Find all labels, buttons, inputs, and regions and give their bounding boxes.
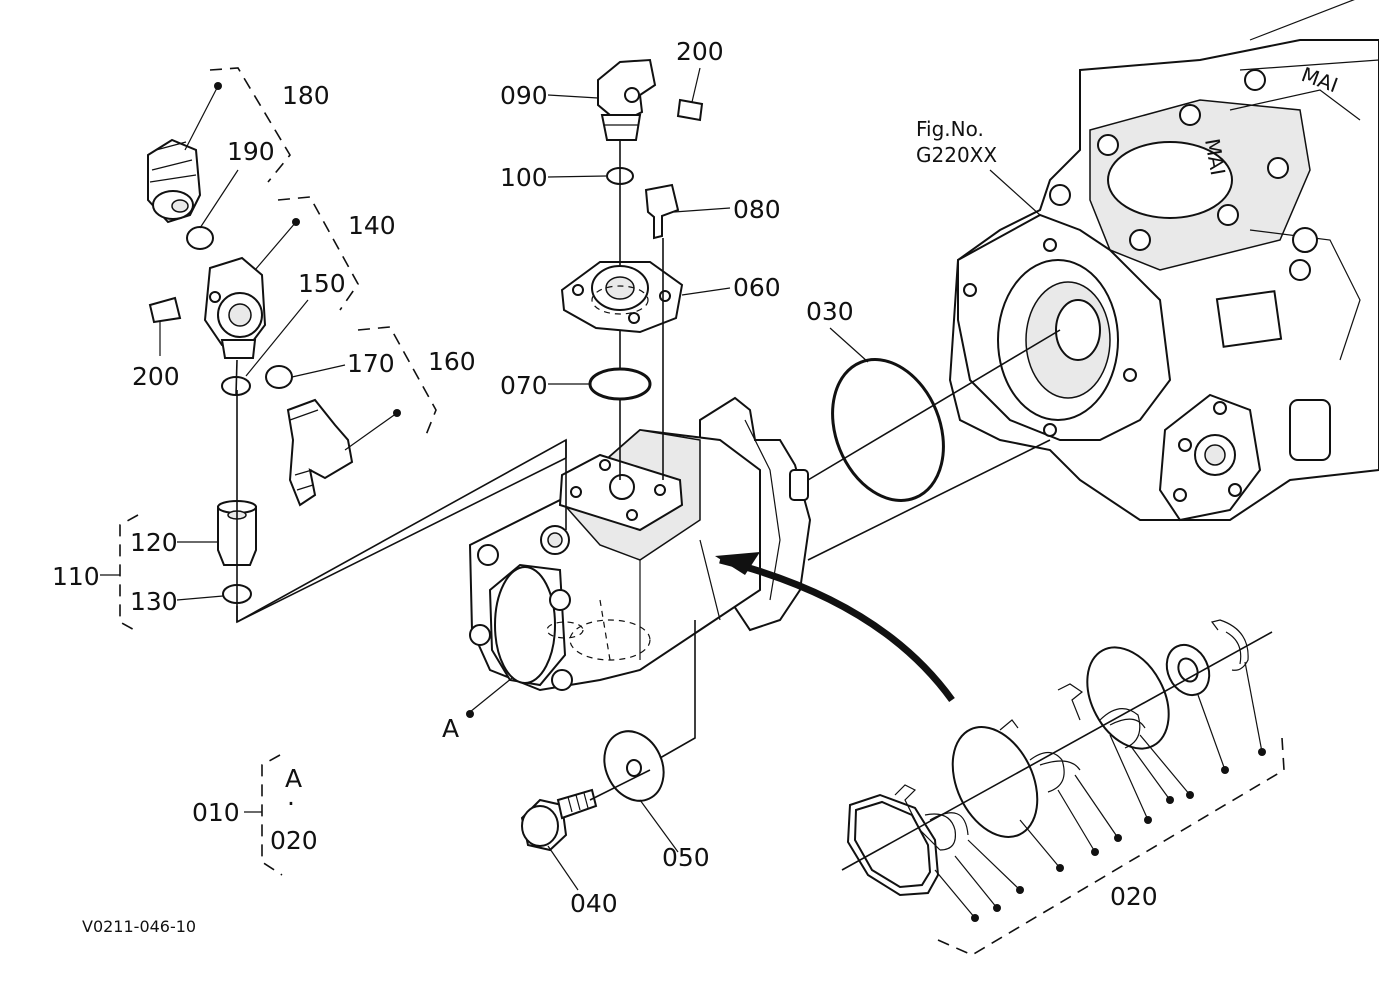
transmission-housing: MAI MAI	[948, 0, 1379, 522]
label-180: 180	[282, 81, 330, 110]
plug-200-top	[676, 98, 704, 122]
label-040: 040	[570, 889, 618, 918]
drawing-code: V0211-046-10	[82, 917, 196, 936]
label-130: 130	[130, 587, 178, 616]
group-brackets	[100, 67, 1285, 956]
label-120: 120	[130, 528, 178, 557]
label-080: 080	[733, 195, 781, 224]
label-170: 170	[347, 349, 395, 378]
hydraulic-pump	[468, 396, 812, 692]
flange-060	[560, 261, 684, 334]
label-020-group: 020	[270, 826, 318, 855]
label-100: 100	[500, 163, 548, 192]
fitting-160-elbow	[286, 398, 354, 507]
label-060: 060	[733, 273, 781, 302]
label-140: 140	[348, 211, 396, 240]
label-200-top: 200	[676, 37, 724, 66]
label-190: 190	[227, 137, 275, 166]
label-a-group-dot: ·	[287, 789, 295, 818]
o-ring-170	[265, 365, 293, 389]
fitting-140-tee	[203, 256, 267, 359]
label-a-pump: A	[442, 714, 459, 743]
label-160: 160	[428, 347, 476, 376]
fitting-180-elbow	[147, 138, 202, 224]
fig-no-value: G220XX	[916, 143, 997, 167]
leader-lines	[159, 67, 1273, 919]
label-110: 110	[52, 562, 100, 591]
label-070: 070	[500, 371, 548, 400]
label-010: 010	[192, 798, 240, 827]
plug-080	[644, 183, 680, 240]
label-200-left: 200	[132, 362, 180, 391]
fitting-090-elbow	[597, 58, 657, 141]
fig-no-label: Fig.No.	[916, 117, 984, 141]
leader-dots	[214, 82, 1266, 922]
housing-bolts	[1049, 69, 1311, 281]
label-150: 150	[298, 269, 346, 298]
washer-050	[603, 730, 665, 802]
part-labels: 180 190 140 150 170 160 200 120 110 130 …	[52, 37, 1158, 936]
label-050: 050	[662, 843, 710, 872]
bolt-040	[520, 788, 598, 852]
label-a-group: A	[285, 764, 302, 793]
o-ring-190	[186, 226, 214, 250]
label-030: 030	[806, 297, 854, 326]
o-ring-030	[831, 358, 945, 502]
plug-200-left	[148, 296, 182, 324]
label-090: 090	[500, 81, 548, 110]
label-020-kit: 020	[1110, 882, 1158, 911]
o-ring-070	[588, 367, 652, 401]
